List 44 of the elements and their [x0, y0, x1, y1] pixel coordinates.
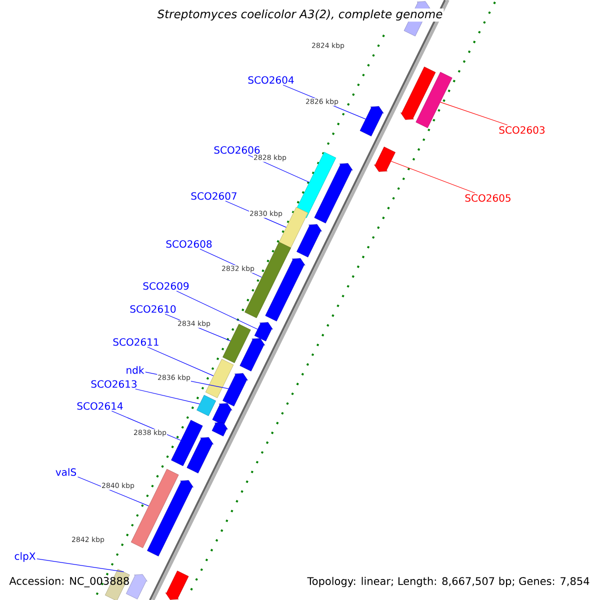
title: Streptomyces coelicolor A3(2), complete genome — [156, 8, 444, 22]
gene-block — [360, 106, 384, 136]
leader-line — [77, 476, 149, 506]
gene-bar — [222, 324, 251, 364]
gene-block — [400, 66, 436, 120]
gene-block — [212, 403, 232, 426]
gene-bar — [205, 358, 234, 398]
gene-label: clpX — [14, 552, 36, 562]
leader-line — [440, 102, 508, 126]
gene-label: SCO2604 — [248, 76, 294, 84]
gene-label: SCO2610 — [130, 305, 176, 313]
gene-bar — [416, 72, 452, 128]
gene-label: SCO2611 — [113, 338, 158, 346]
gene-label: SCO2607 — [191, 192, 236, 200]
gene-block — [240, 338, 266, 372]
gene-label: ndk — [126, 366, 144, 374]
gene-block — [374, 146, 396, 172]
gene-bar — [171, 420, 203, 466]
gene-block — [147, 480, 194, 556]
leader-line — [176, 290, 258, 330]
gene-label: valS — [56, 468, 76, 476]
gene-block — [254, 322, 273, 342]
leader-line — [135, 388, 200, 404]
gene-label: SCO2606 — [214, 146, 260, 154]
gene-label: SCO2613 — [91, 380, 137, 388]
gene-label: SCO2609 — [143, 282, 189, 290]
leader-line — [147, 346, 214, 376]
summary-text: Topology: linear; Length: 8,667,507 bp; Genes: 7,854 — [307, 576, 590, 588]
gene-bar — [294, 152, 336, 218]
gene-label: SCO2603 — [499, 126, 545, 134]
leader-line — [390, 160, 476, 194]
gene-block — [165, 570, 189, 600]
gene-block — [265, 258, 306, 322]
gene-block — [314, 163, 353, 224]
gene-block — [186, 437, 214, 474]
gene-block — [296, 224, 322, 258]
gene-block — [222, 373, 248, 406]
gene-label: SCO2605 — [465, 194, 510, 202]
gene-label: SCO2614 — [77, 402, 123, 410]
leader-line — [36, 558, 124, 572]
gene-bar — [196, 394, 216, 416]
accession-text: Accession: NC_003888 — [9, 576, 129, 588]
gene-label: SCO2608 — [166, 240, 212, 248]
gene-block — [212, 422, 228, 436]
